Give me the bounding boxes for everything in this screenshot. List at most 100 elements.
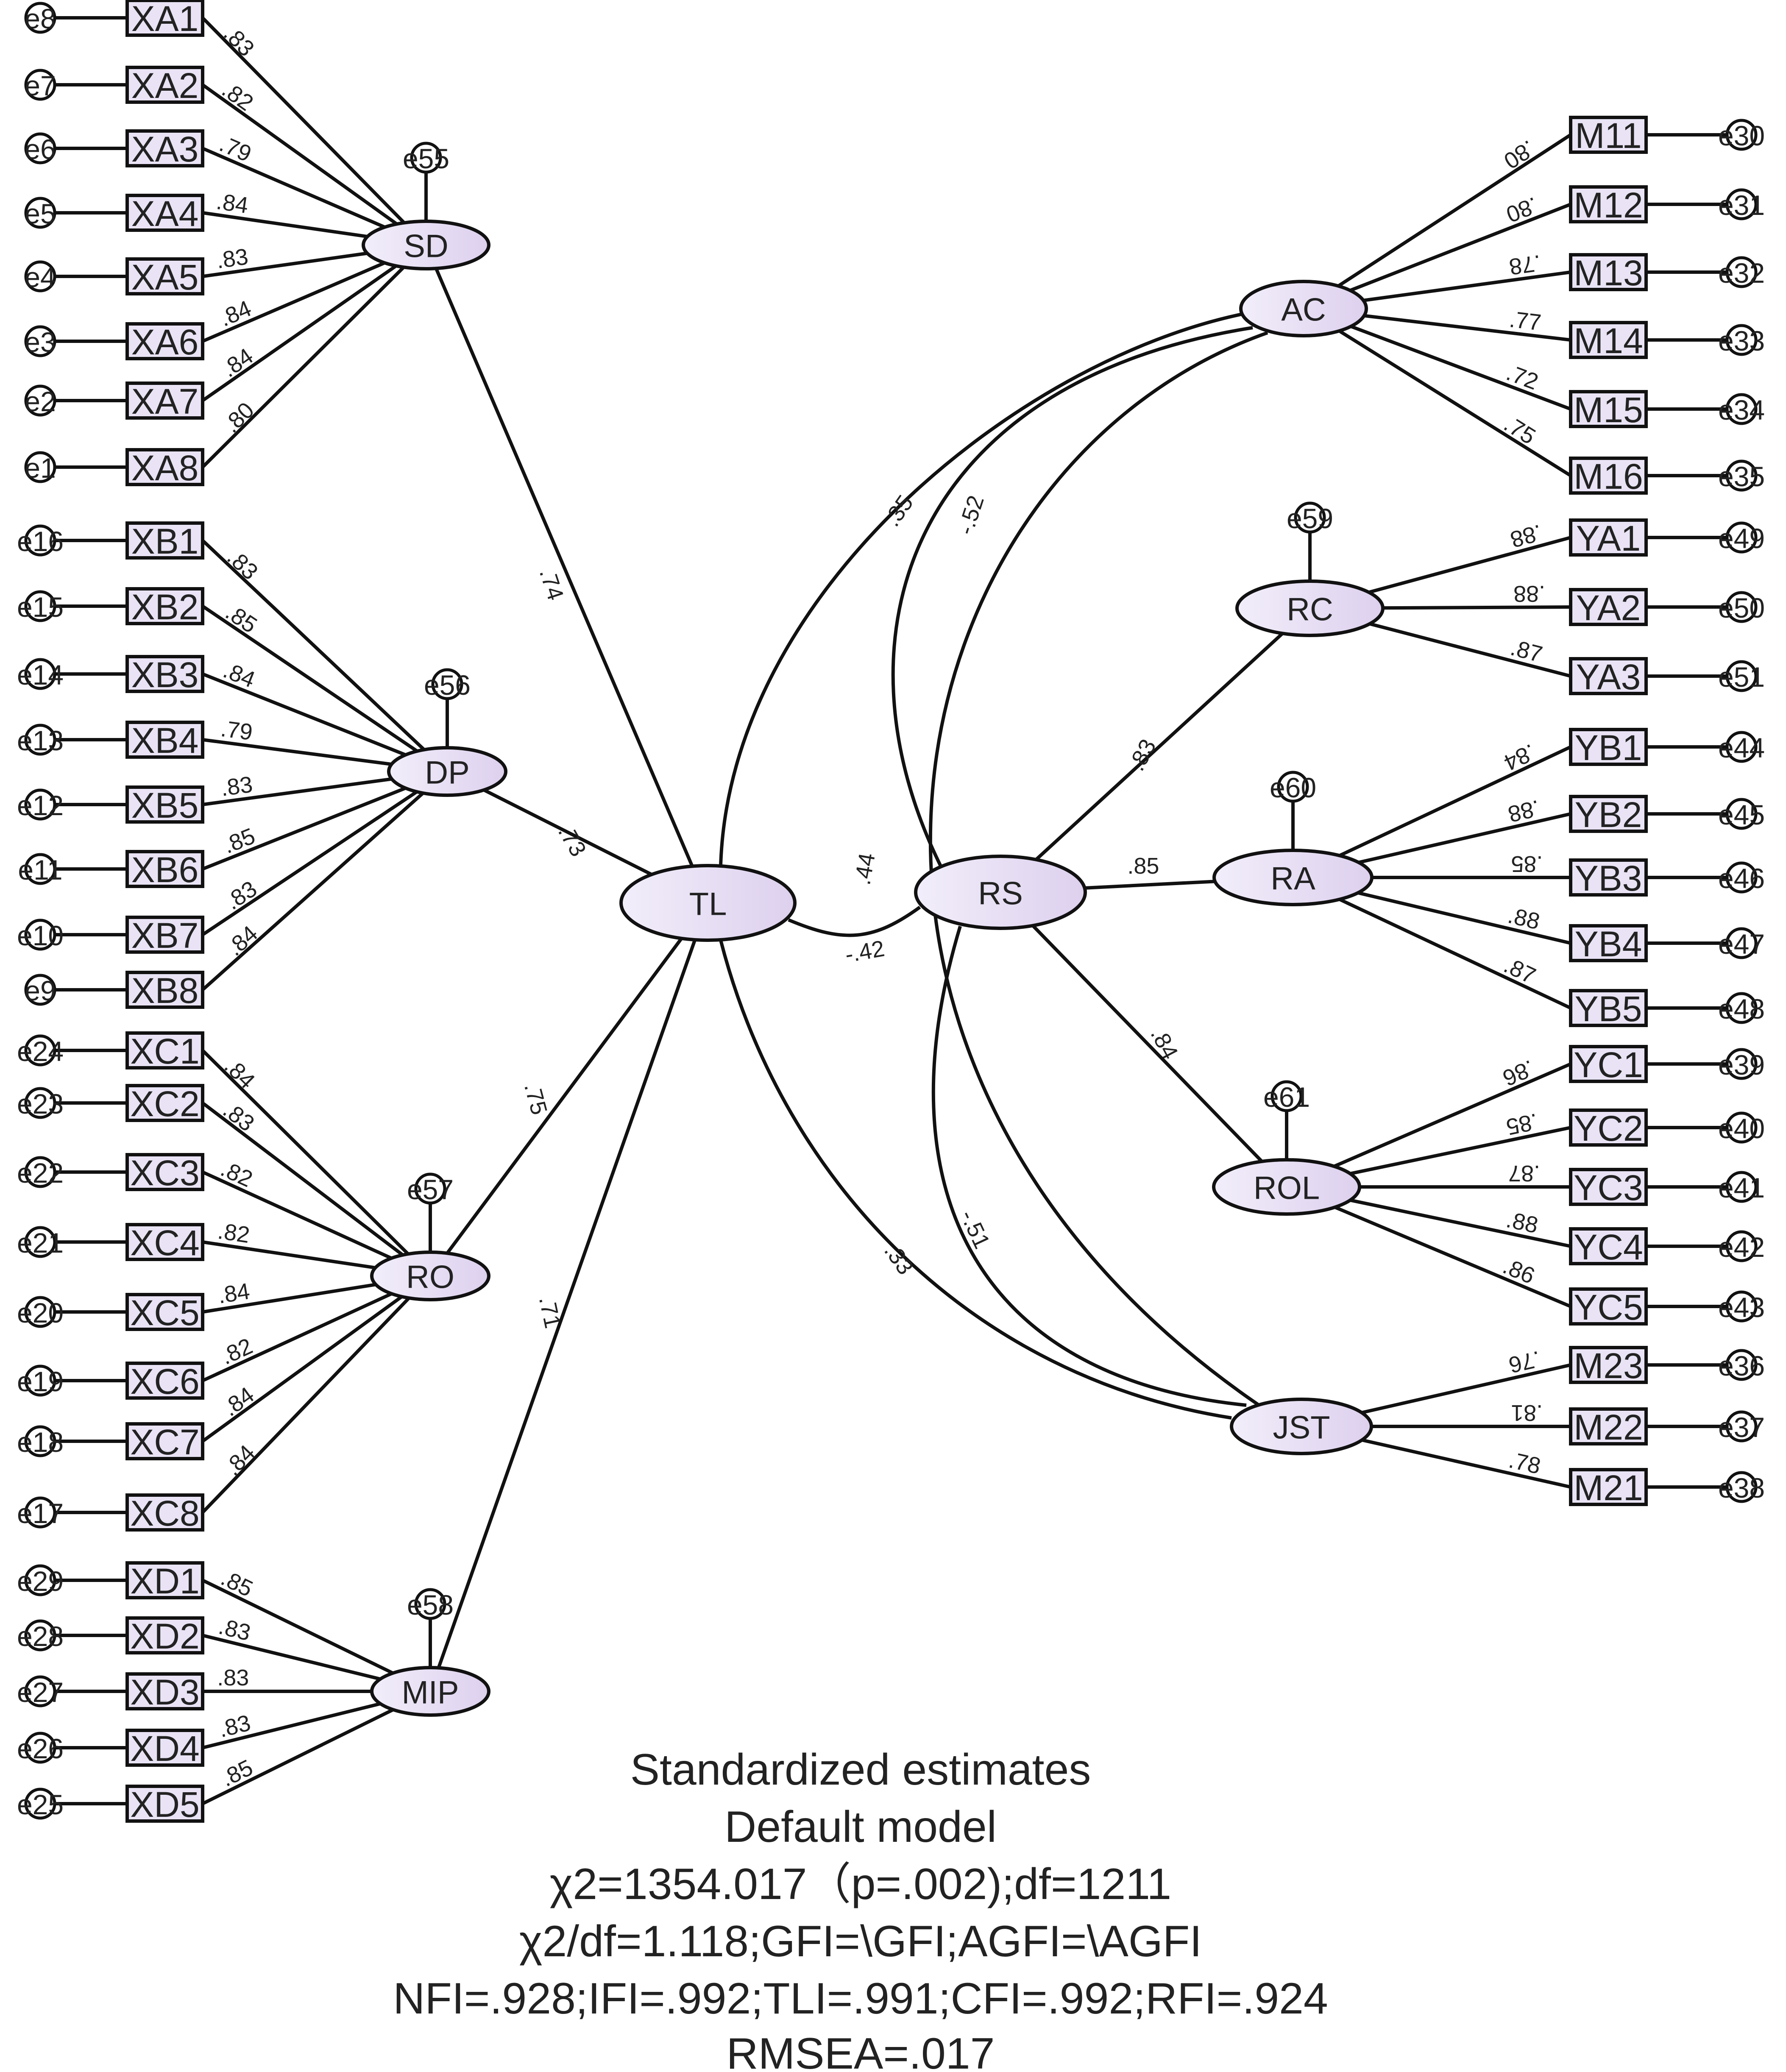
loading-value-xd3: .83 bbox=[217, 1665, 249, 1690]
error-label-e32: e32 bbox=[1718, 257, 1765, 289]
indicator-label-yb4: YB4 bbox=[1575, 924, 1642, 964]
error-term-e28 bbox=[24, 1619, 56, 1651]
error-term-e1 bbox=[24, 451, 56, 483]
loading-arrow-yb5 bbox=[1339, 898, 1571, 1010]
indicator-box-xb4 bbox=[125, 721, 204, 759]
indicator-label-xd5: XD5 bbox=[130, 1785, 199, 1824]
latent-tl bbox=[619, 864, 797, 942]
error-label-e47: e47 bbox=[1718, 928, 1765, 960]
error-term-e32 bbox=[1725, 256, 1758, 288]
indicator-box-xb2 bbox=[125, 587, 204, 625]
loading-value-xb7: .83 bbox=[221, 876, 262, 915]
disturbance-label-e61: e61 bbox=[1263, 1081, 1310, 1113]
error-label-e6: e6 bbox=[25, 134, 56, 165]
loading-value-xc6: .82 bbox=[217, 1333, 256, 1370]
disturbance-e55 bbox=[410, 142, 442, 174]
error-term-e34 bbox=[1725, 393, 1758, 425]
loading-arrow-ya3 bbox=[1369, 622, 1571, 678]
loading-arrow-xc1 bbox=[201, 1049, 410, 1256]
loading-value-m13: .78 bbox=[1507, 250, 1543, 280]
indicator-label-xc4: XC4 bbox=[130, 1223, 199, 1263]
loading-value-m15: .72 bbox=[1503, 360, 1541, 395]
error-term-e3 bbox=[24, 325, 56, 357]
path-value-tl-mip: .71 bbox=[534, 1294, 566, 1331]
loading-value-xa3: .79 bbox=[216, 131, 255, 167]
error-term-e4 bbox=[24, 260, 56, 292]
error-term-e33 bbox=[1725, 324, 1758, 356]
error-term-e14 bbox=[24, 658, 56, 690]
error-label-e49: e49 bbox=[1718, 523, 1765, 554]
indicator-box-xc2 bbox=[125, 1084, 204, 1122]
loading-arrow-xc4 bbox=[202, 1240, 376, 1270]
latent-label-ac: AC bbox=[1281, 292, 1326, 328]
loading-arrow-m21 bbox=[1361, 1438, 1571, 1489]
error-term-e18 bbox=[24, 1425, 56, 1457]
loading-arrow-ya2 bbox=[1382, 605, 1571, 610]
path-value-rs-ac: .44 bbox=[850, 851, 880, 887]
indicator-label-m22: M22 bbox=[1574, 1407, 1643, 1447]
error-label-e5: e5 bbox=[25, 198, 56, 229]
error-label-e27: e27 bbox=[17, 1677, 64, 1708]
error-term-e6 bbox=[24, 132, 56, 164]
indicator-label-ya2: YA2 bbox=[1576, 588, 1641, 628]
indicator-label-xb7: XB7 bbox=[131, 916, 199, 955]
error-term-e36 bbox=[1725, 1349, 1758, 1381]
indicator-label-xb3: XB3 bbox=[131, 655, 199, 695]
fit-summary: Standardized estimates Default model χ2=… bbox=[393, 1745, 1328, 2072]
path-arrow-tl-dp bbox=[483, 788, 652, 876]
indicator-label-xb6: XB6 bbox=[131, 850, 199, 890]
indicator-box-xa2 bbox=[125, 66, 204, 104]
loading-value-xb1: .83 bbox=[222, 544, 263, 585]
error-term-e30 bbox=[1725, 119, 1758, 151]
loading-arrow-yb1 bbox=[1339, 745, 1571, 857]
loading-value-xb4: .79 bbox=[219, 716, 254, 745]
covariance-ac-jst bbox=[929, 331, 1268, 1407]
error-term-e17 bbox=[24, 1496, 56, 1529]
indicator-box-m13 bbox=[1569, 253, 1648, 291]
error-label-e34: e34 bbox=[1718, 394, 1765, 426]
error-label-e8: e8 bbox=[25, 3, 56, 34]
error-label-e44: e44 bbox=[1718, 732, 1765, 763]
disturbance-e59 bbox=[1294, 501, 1326, 534]
error-label-e40: e40 bbox=[1718, 1113, 1765, 1144]
indicator-label-xd4: XD4 bbox=[130, 1729, 199, 1768]
error-term-e41 bbox=[1725, 1171, 1758, 1203]
loading-value-xc2: .83 bbox=[218, 1097, 259, 1136]
latent-rc bbox=[1235, 579, 1385, 637]
path-arrow-tl-mip bbox=[437, 939, 697, 1668]
indicator-box-yc1 bbox=[1569, 1045, 1648, 1083]
fit-indices: NFI=.928;IFI=.992;TLI=.991;CFI=.992;RFI=… bbox=[393, 1974, 1328, 2023]
indicator-box-xc5 bbox=[125, 1293, 204, 1331]
error-label-e48: e48 bbox=[1718, 993, 1765, 1025]
loading-arrow-yc4 bbox=[1350, 1198, 1571, 1248]
covariance-value-tl-rs: -.42 bbox=[843, 936, 886, 967]
disturbance-label-e57: e57 bbox=[407, 1174, 454, 1205]
error-term-e47 bbox=[1725, 927, 1758, 959]
indicator-label-xb4: XB4 bbox=[131, 721, 199, 760]
path-value-tl-sd: .74 bbox=[535, 565, 568, 603]
error-label-e50: e50 bbox=[1718, 592, 1765, 624]
error-term-e27 bbox=[24, 1675, 56, 1707]
disturbance-label-e58: e58 bbox=[407, 1589, 454, 1621]
indicator-box-xc8 bbox=[125, 1493, 204, 1532]
error-term-e2 bbox=[24, 384, 56, 417]
latent-label-tl: TL bbox=[689, 886, 727, 922]
indicator-box-xd1 bbox=[125, 1561, 204, 1599]
path-arrow-rs-ac bbox=[891, 326, 1253, 868]
indicator-label-xb2: XB2 bbox=[131, 587, 199, 627]
indicator-box-xa1 bbox=[125, 0, 204, 37]
loading-arrow-xa5 bbox=[202, 251, 368, 278]
error-term-e37 bbox=[1725, 1410, 1758, 1443]
loading-value-m16: .75 bbox=[1499, 411, 1540, 450]
indicator-box-yc3 bbox=[1569, 1168, 1648, 1206]
loading-arrow-xb6 bbox=[202, 786, 407, 871]
indicator-box-xc6 bbox=[125, 1362, 204, 1400]
fit-title: Standardized estimates bbox=[630, 1745, 1091, 1794]
error-label-e42: e42 bbox=[1718, 1231, 1765, 1263]
error-label-e13: e13 bbox=[17, 725, 64, 756]
error-term-e46 bbox=[1725, 861, 1758, 894]
latent-ac bbox=[1239, 280, 1368, 337]
indicator-box-m16 bbox=[1569, 457, 1648, 495]
disturbance-e56 bbox=[431, 668, 463, 700]
